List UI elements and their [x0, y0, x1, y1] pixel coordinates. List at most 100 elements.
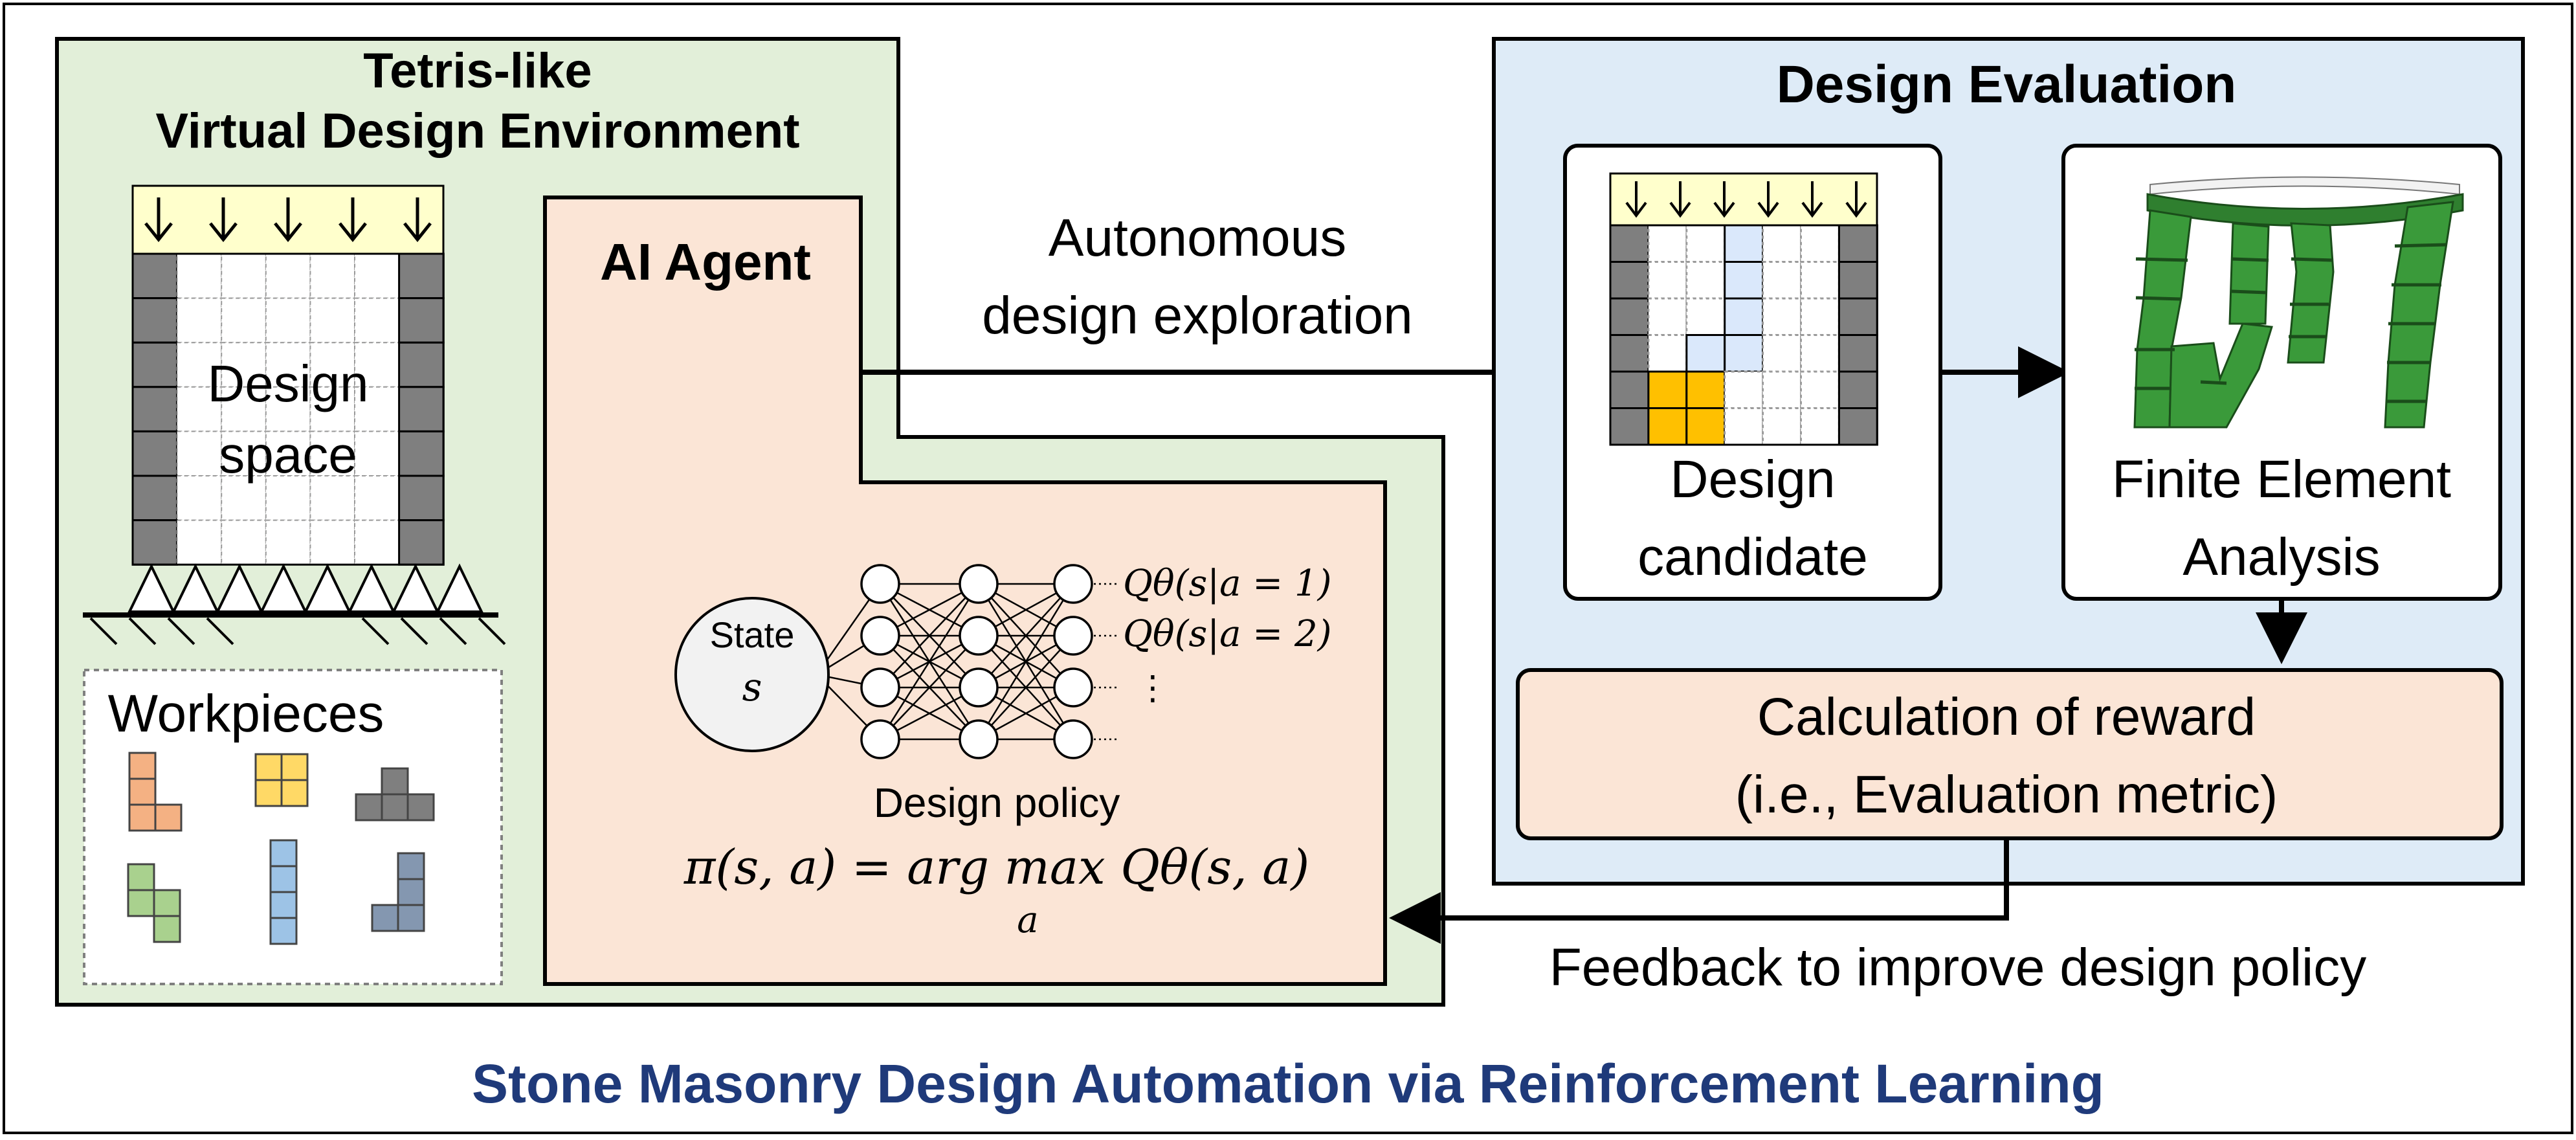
- candidate-wall-block: [1838, 297, 1878, 336]
- nn-edge: [879, 583, 980, 740]
- ground-hatch: [361, 617, 390, 645]
- support-triangle: [215, 563, 264, 613]
- nn-node: [959, 719, 999, 759]
- nn-node: [860, 719, 900, 759]
- candidate-cell: [1800, 334, 1840, 373]
- fea-inner-blocks: [2168, 322, 2273, 429]
- wall-block: [398, 519, 445, 566]
- candidate-load-arrowhead: [1845, 201, 1867, 218]
- candidate-cell: [1685, 261, 1726, 300]
- workpiece-green: [127, 889, 155, 917]
- workpiece-green: [153, 889, 181, 917]
- nn-edge: [880, 635, 979, 740]
- load-arrows-icon: [144, 197, 432, 243]
- workpiece-blue: [269, 839, 298, 867]
- design-cell: [354, 475, 400, 521]
- environment-title-line1: Tetris-like: [363, 43, 592, 98]
- candidate-cell: [1800, 224, 1840, 263]
- feedback-label: Feedback to improve design policy: [1549, 938, 2367, 997]
- ground-hatch: [400, 617, 428, 645]
- workpiece-gray: [381, 793, 409, 821]
- support-triangle: [435, 563, 484, 613]
- workpiece-yellow: [280, 779, 309, 807]
- nn-node: [860, 616, 900, 656]
- candidate-label-line1: Design: [1670, 450, 1835, 509]
- candidate-cell: [1647, 261, 1688, 300]
- workpiece-yellow: [254, 753, 283, 781]
- wall-block: [398, 386, 445, 432]
- wall-block: [131, 475, 179, 522]
- design-space-label-line2: space: [219, 426, 357, 484]
- design-cell: [354, 386, 400, 432]
- candidate-wall-block: [1838, 224, 1878, 263]
- candidate-cell: [1800, 407, 1840, 446]
- candidate-grid-border: [1609, 224, 1878, 446]
- fea-mortar-joint: [2231, 257, 2269, 262]
- design-cell: [354, 519, 400, 566]
- candidate-load-arrowhead: [1713, 201, 1735, 218]
- candidate-cell: [1762, 224, 1803, 263]
- wall-block: [131, 297, 179, 344]
- q-output-2: Qθ(s|a = 2): [1123, 613, 1331, 655]
- design-space-wall: [131, 252, 445, 566]
- fea-label-line1: Finite Element: [2112, 450, 2451, 509]
- candidate-wall-block: [1838, 407, 1878, 446]
- design-cell: [309, 430, 355, 477]
- environment-title-line2: Virtual Design Environment: [155, 104, 799, 159]
- exploration-label-line2: design exploration: [982, 286, 1413, 345]
- workpiece-gray: [355, 793, 383, 821]
- fea-label-line2: Analysis: [2182, 528, 2380, 587]
- reward-label-line1: Calculation of reward: [1757, 687, 2256, 746]
- wall-block: [398, 252, 445, 300]
- support-triangle: [347, 563, 396, 613]
- candidate-load-bar: [1609, 172, 1878, 227]
- candidate-label-line2: candidate: [1638, 528, 1868, 587]
- fea-inner-column: [2228, 222, 2270, 325]
- wall-block: [131, 252, 179, 300]
- wall-block: [131, 519, 179, 566]
- load-arrow-head: [209, 222, 238, 243]
- design-cell: [221, 519, 267, 566]
- policy-label: Design policy: [874, 779, 1120, 826]
- design-cell: [309, 519, 355, 566]
- neural-network-nodes: [860, 564, 1093, 759]
- candidate-cell: [1762, 334, 1803, 373]
- q-output-ellipsis: ⋮: [1136, 669, 1170, 707]
- fea-mortar-joint: [2231, 289, 2267, 295]
- ground-hatch: [478, 617, 506, 645]
- workpiece-gray: [406, 793, 435, 821]
- load-arrow-head: [339, 222, 367, 243]
- ground-hatch: [89, 617, 118, 645]
- candidate-wall-block: [1609, 334, 1650, 373]
- candidate-cell: [1647, 334, 1688, 373]
- workpiece-orange: [128, 752, 157, 780]
- workpiece-orange: [128, 777, 157, 806]
- wall-block: [398, 430, 445, 477]
- reward-label-line2: (i.e., Evaluation metric): [1735, 765, 2278, 824]
- workpiece-slate: [397, 852, 425, 880]
- candidate-load-arrowhead: [1625, 201, 1647, 218]
- wall-block: [398, 341, 445, 388]
- fea-mortar-joint: [2394, 243, 2447, 248]
- nn-node: [1053, 719, 1093, 759]
- load-arrow-head: [403, 222, 432, 243]
- nn-node: [860, 564, 900, 604]
- design-cell: [176, 253, 223, 299]
- agent-title: AI Agent: [600, 233, 811, 291]
- nn-node: [959, 667, 999, 708]
- candidate-wall-block: [1838, 261, 1878, 300]
- candidate-placed-block: [1724, 261, 1764, 300]
- ground-hatch: [439, 617, 467, 645]
- fea-mortar-joint: [2291, 257, 2334, 262]
- nn-node: [1053, 667, 1093, 708]
- workpieces-label: Workpieces: [108, 684, 384, 743]
- support-triangle: [127, 563, 176, 613]
- design-cell: [265, 386, 311, 432]
- candidate-placed-block: [1685, 370, 1726, 409]
- design-cell: [265, 297, 311, 344]
- candidate-placed-block: [1647, 407, 1688, 446]
- wall-block: [131, 386, 179, 432]
- workpiece-green: [153, 915, 181, 943]
